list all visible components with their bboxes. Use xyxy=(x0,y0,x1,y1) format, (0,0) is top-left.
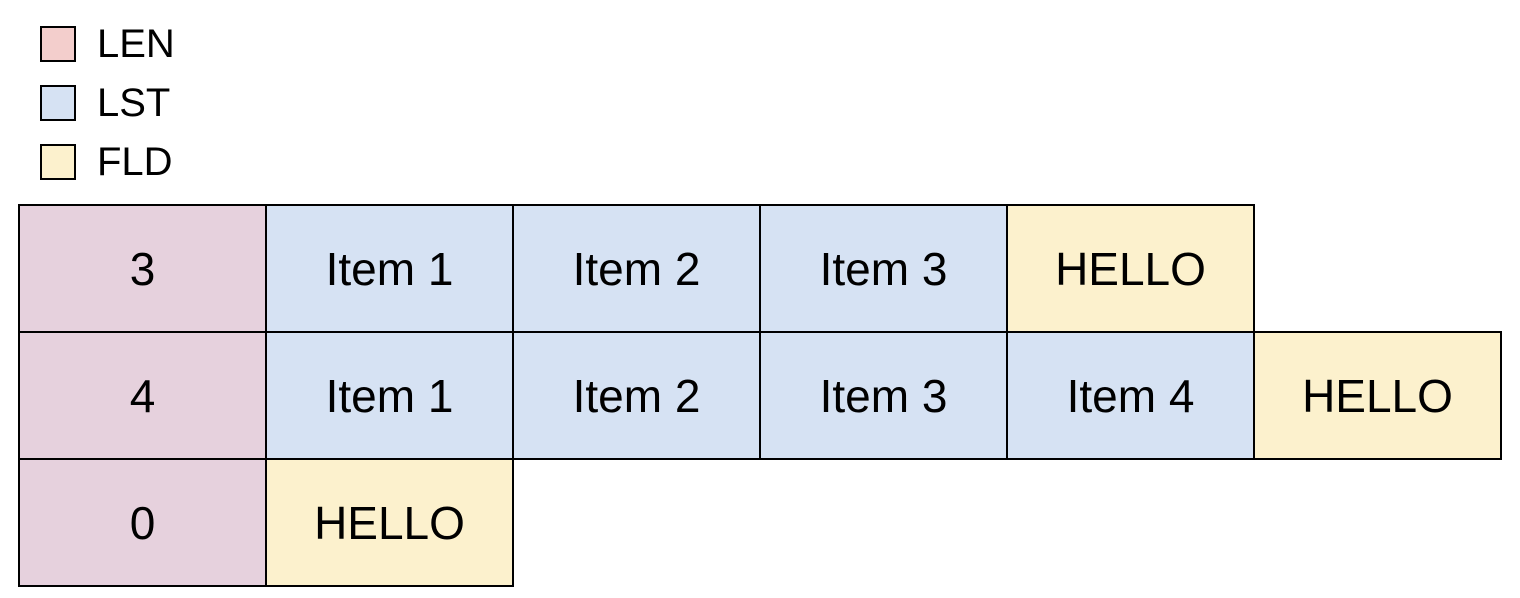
legend-item-lst: LST xyxy=(40,83,175,123)
lst-cell: Item 2 xyxy=(512,331,761,460)
legend-label: FLD xyxy=(97,140,173,184)
fld-cell: HELLO xyxy=(1006,204,1255,333)
fld-cell: HELLO xyxy=(1253,331,1502,460)
legend: LEN LST FLD xyxy=(40,24,175,182)
lst-cell: Item 3 xyxy=(759,204,1008,333)
lst-cell: Item 3 xyxy=(759,331,1008,460)
lst-cell: Item 1 xyxy=(265,331,514,460)
fld-color-swatch xyxy=(40,144,76,180)
len-cell: 4 xyxy=(18,331,267,460)
legend-item-len: LEN xyxy=(40,24,175,64)
legend-item-fld: FLD xyxy=(40,142,175,182)
lst-color-swatch xyxy=(40,85,76,121)
lst-cell: Item 1 xyxy=(265,204,514,333)
lst-cell: Item 2 xyxy=(512,204,761,333)
len-cell: 0 xyxy=(18,458,267,587)
legend-label: LEN xyxy=(97,22,175,66)
legend-label: LST xyxy=(97,81,171,125)
lst-cell: Item 4 xyxy=(1006,331,1255,460)
len-color-swatch xyxy=(40,26,76,62)
fld-cell: HELLO xyxy=(265,458,514,587)
len-cell: 3 xyxy=(18,204,267,333)
